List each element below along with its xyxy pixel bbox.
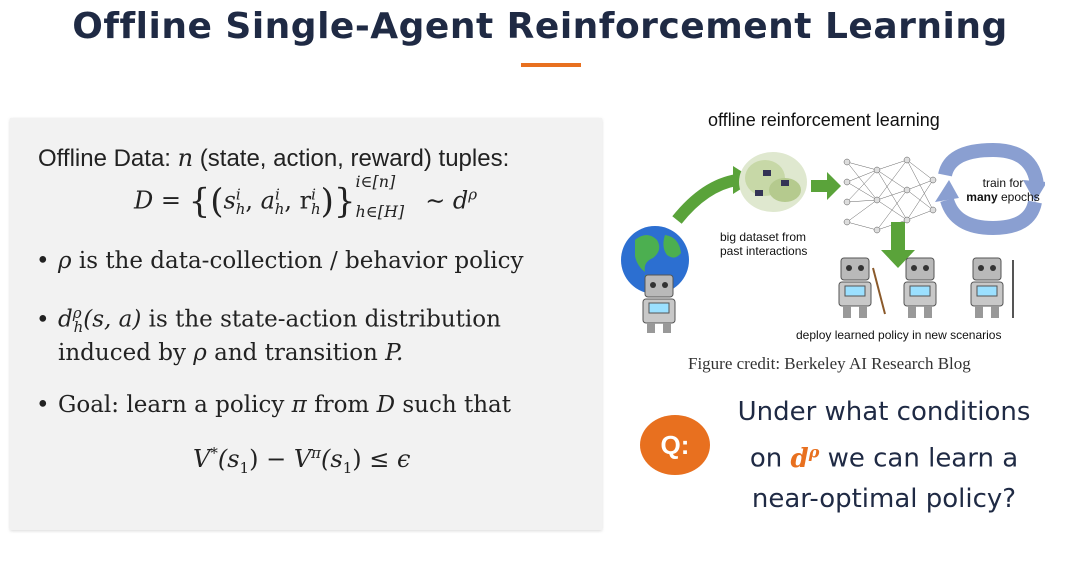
train-label-1: train for [982, 176, 1024, 190]
V-arg2-sub: 1 [342, 458, 353, 477]
question-line2-a: on [749, 443, 783, 474]
title-underline [521, 63, 581, 67]
equals-sign: = [160, 186, 181, 215]
P-symbol: P. [385, 340, 404, 366]
V-arg2-close: ) [352, 445, 362, 473]
goal-text-a: Goal: learn a policy [58, 392, 285, 418]
figure-title: offline reinforcement learning [708, 110, 940, 130]
robot-icon [642, 274, 676, 333]
question-text: Under what conditions on dρ we can learn… [725, 392, 1043, 519]
d-sup: ρ [72, 304, 82, 322]
bullet-state-action-distribution: •dρh(s, a) is the state-action distribut… [36, 304, 501, 337]
figure-credit: Figure credit: Berkeley AI Research Blog [688, 354, 971, 373]
bullet2-line2-b: and transition [214, 340, 378, 366]
robot-icon [970, 257, 1014, 318]
neural-network [843, 156, 937, 234]
rho-superscript: ρ [468, 185, 478, 204]
bullet2-line2-a: induced by [58, 340, 186, 366]
goal-text-c: such that [402, 392, 511, 418]
rho-symbol: ρ [58, 248, 72, 274]
leq-epsilon: ≤ ϵ [361, 445, 411, 473]
robot-icon [903, 257, 937, 318]
D-subscript: h∈[H] [355, 202, 405, 221]
question-line1: Under what conditions [737, 397, 1031, 427]
minus-V: − V [258, 445, 312, 473]
offline-data-desc: (state, action, reward) tuples: [199, 145, 510, 172]
slide-title: Offline Single-Agent Reinforcement Learn… [72, 6, 1008, 47]
bullet-goal: •Goal: learn a policy π from D such that [36, 392, 511, 418]
question-line2: on dρ we can learn a [725, 432, 1043, 479]
cycle-arrow-icon [935, 142, 1045, 236]
offline-rl-figure [621, 142, 1045, 333]
deploy-label: deploy learned policy in new scenarios [796, 328, 1002, 342]
offline-data-line: Offline Data: n (state, action, reward) … [38, 144, 509, 173]
V-star-symbol: V [193, 445, 211, 473]
bullet2-text: is the state-action distribution [148, 306, 501, 333]
train-label: train for many epochs [958, 176, 1048, 204]
V-arg1-close: ) [249, 445, 259, 473]
big-dataset-label: big dataset from past interactions [720, 230, 808, 258]
dataset-formula: D = {(sih, aih, rih)}i∈[n]h∈[H] ∼ dρ [134, 172, 478, 228]
content-panel [10, 118, 602, 530]
train-label-bold: many [966, 190, 998, 204]
V-arg1-sub: 1 [239, 458, 250, 477]
V-arg1: (s [217, 445, 240, 473]
D-symbol-2: D [376, 392, 396, 418]
question-line3: near-optimal policy? [751, 483, 1017, 514]
suboptimality-formula: V*(s1) − Vπ(s1) ≤ ϵ [193, 444, 410, 477]
V-arg2: (s [321, 445, 343, 473]
bullet-state-action-line2: induced by ρ and transition P. [58, 340, 403, 366]
pi-sup: π [311, 444, 322, 462]
d-symbol: d [58, 306, 73, 333]
distribution-symbol: ∼ d [425, 186, 469, 215]
n-variable: n [177, 144, 194, 172]
D-superscript: i∈[n] [355, 172, 396, 191]
D-symbol: D [134, 186, 154, 215]
d-sub: h [73, 318, 84, 337]
question-badge: Q: [640, 415, 710, 475]
goal-text-b: from [314, 392, 370, 418]
question-line2-b: we can learn a [827, 443, 1019, 474]
bullet-behavior-policy: •ρ is the data-collection / behavior pol… [36, 248, 524, 274]
pi-symbol: π [291, 392, 307, 418]
robot-icon [838, 257, 886, 318]
question-d-var: d [790, 443, 809, 474]
d-args: (s, a) [83, 306, 142, 333]
dataset-cloud [739, 152, 807, 212]
rho-symbol-2: ρ [193, 340, 207, 366]
star-sup: * [210, 444, 218, 462]
index-stack: i∈[n] h∈[H] [355, 172, 418, 228]
bullet1-text: is the data-collection / behavior policy [78, 248, 524, 274]
train-label-2: epochs [1001, 190, 1040, 204]
question-rho-sup: ρ [808, 442, 820, 461]
offline-data-label: Offline Data: [38, 145, 171, 172]
